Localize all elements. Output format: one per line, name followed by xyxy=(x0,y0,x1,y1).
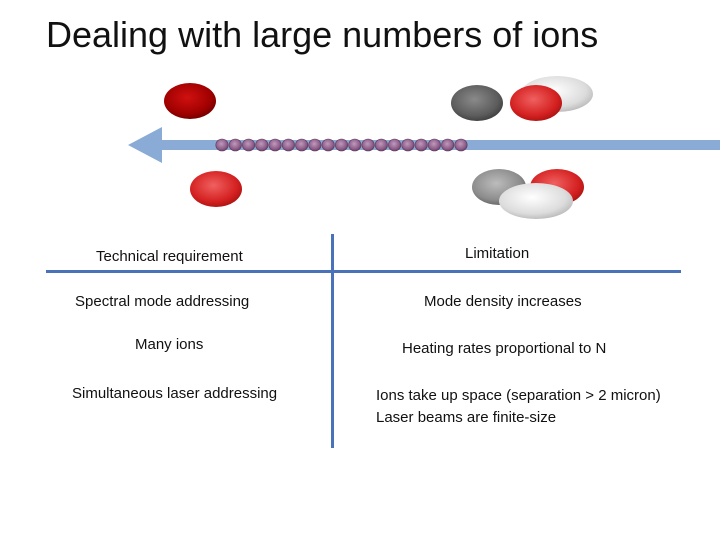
chain-ion xyxy=(374,138,388,152)
slide-title: Dealing with large numbers of ions xyxy=(46,14,599,55)
ion-dark-grey-top-right xyxy=(451,85,503,121)
chain-ion xyxy=(454,138,468,152)
chain-ion xyxy=(242,138,256,152)
chain-ion xyxy=(255,138,269,152)
table-vertical-divider xyxy=(331,234,334,448)
row-1-requirement: Spectral mode addressing xyxy=(75,293,250,310)
chain-ion xyxy=(427,138,441,152)
chain-ion xyxy=(361,138,375,152)
header-technical-requirement: Technical requirement xyxy=(96,248,243,265)
row-2-requirement: Many ions xyxy=(135,336,204,353)
chain-ion xyxy=(388,138,402,152)
chain-ion xyxy=(228,138,242,152)
chain-ion xyxy=(401,138,415,152)
header-limitation: Limitation xyxy=(465,245,530,262)
chain-ion xyxy=(215,138,229,152)
row-2-limitation: Heating rates proportional to N xyxy=(402,340,607,357)
chain-ion xyxy=(334,138,348,152)
row-3-limitation-line-2: Laser beams are finite-size xyxy=(376,409,557,426)
row-1-limitation: Mode density increases xyxy=(424,293,582,310)
chain-ion xyxy=(414,138,428,152)
chain-ion xyxy=(308,138,322,152)
chain-ion xyxy=(441,138,455,152)
ion-chain xyxy=(215,138,468,152)
chain-ion xyxy=(348,138,362,152)
ion-dark-red-top-left xyxy=(164,83,216,119)
row-3-requirement: Simultaneous laser addressing xyxy=(72,385,278,402)
ion-red-top-right xyxy=(510,85,562,121)
row-3-limitation: Ions take up space (separation > 2 micro… xyxy=(376,387,661,404)
table-horizontal-divider xyxy=(46,270,681,273)
chain-ion xyxy=(281,138,295,152)
ion-red-bottom-left xyxy=(190,171,242,207)
ion-light-grey-bottom-right xyxy=(499,183,573,219)
chain-ion xyxy=(295,138,309,152)
chain-ion xyxy=(268,138,282,152)
chain-ion xyxy=(321,138,335,152)
